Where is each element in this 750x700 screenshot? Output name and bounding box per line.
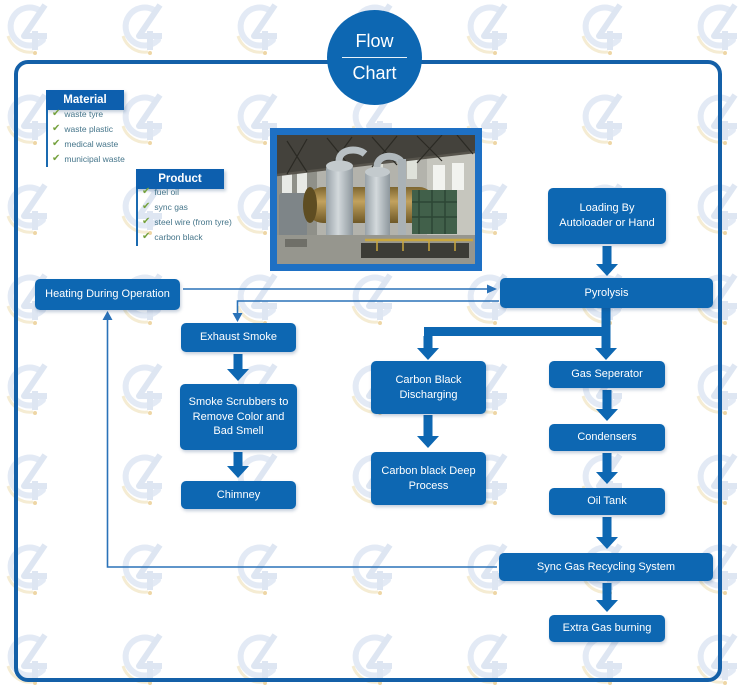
check-icon: ✔ (52, 122, 61, 134)
node-condensers: Condensers (549, 424, 665, 451)
material-item-label: waste tyre (64, 108, 104, 119)
check-icon: ✔ (142, 215, 151, 227)
node-pyrolysis: Pyrolysis (500, 278, 713, 308)
material-list: ✔waste tyre ✔waste plastic ✔medical wast… (52, 106, 125, 166)
material-item-label: municipal waste (64, 153, 125, 164)
node-gas-separator: Gas Seperator (549, 361, 665, 388)
product-item-label: fuel oil (154, 186, 179, 197)
list-item: ✔steel wire (from tyre) (142, 214, 232, 229)
check-icon: ✔ (52, 137, 61, 149)
material-rule (46, 110, 48, 167)
product-item-label: carbon black (154, 231, 203, 242)
node-loading: Loading By Autoloader or Hand (548, 188, 666, 244)
check-icon: ✔ (142, 230, 151, 242)
list-item: ✔fuel oil (142, 184, 232, 199)
product-item-label: sync gas (154, 201, 188, 212)
list-item: ✔waste tyre (52, 106, 125, 121)
node-oil-tank: Oil Tank (549, 488, 665, 515)
product-item-label: steel wire (from tyre) (154, 216, 232, 227)
node-sync-gas-recycling: Sync Gas Recycling System (499, 553, 713, 581)
material-item-label: medical waste (64, 138, 119, 149)
title-line2: Chart (342, 57, 407, 84)
node-exhaust-smoke: Exhaust Smoke (181, 323, 296, 352)
list-item: ✔medical waste (52, 136, 125, 151)
check-icon: ✔ (142, 200, 151, 212)
check-icon: ✔ (52, 107, 61, 119)
title-line1: Flow (355, 31, 394, 51)
node-heating: Heating During Operation (35, 279, 180, 310)
product-rule (136, 189, 138, 246)
product-list: ✔fuel oil ✔sync gas ✔steel wire (from ty… (142, 184, 232, 244)
check-icon: ✔ (142, 185, 151, 197)
list-item: ✔carbon black (142, 229, 232, 244)
node-chimney: Chimney (181, 481, 296, 509)
node-extra-gas-burning: Extra Gas burning (549, 615, 665, 642)
plant-photo (270, 128, 482, 271)
plant-photo-scene (277, 135, 475, 264)
material-item-label: waste plastic (64, 123, 114, 134)
list-item: ✔municipal waste (52, 151, 125, 166)
list-item: ✔waste plastic (52, 121, 125, 136)
title-badge: Flow Chart (327, 10, 422, 105)
node-smoke-scrubbers: Smoke Scrubbers to Remove Color and Bad … (180, 384, 297, 450)
list-item: ✔sync gas (142, 199, 232, 214)
check-icon: ✔ (52, 152, 61, 164)
node-carbon-black-discharging: Carbon Black Discharging (371, 361, 486, 414)
node-carbon-black-deep-process: Carbon black Deep Process (371, 452, 486, 505)
